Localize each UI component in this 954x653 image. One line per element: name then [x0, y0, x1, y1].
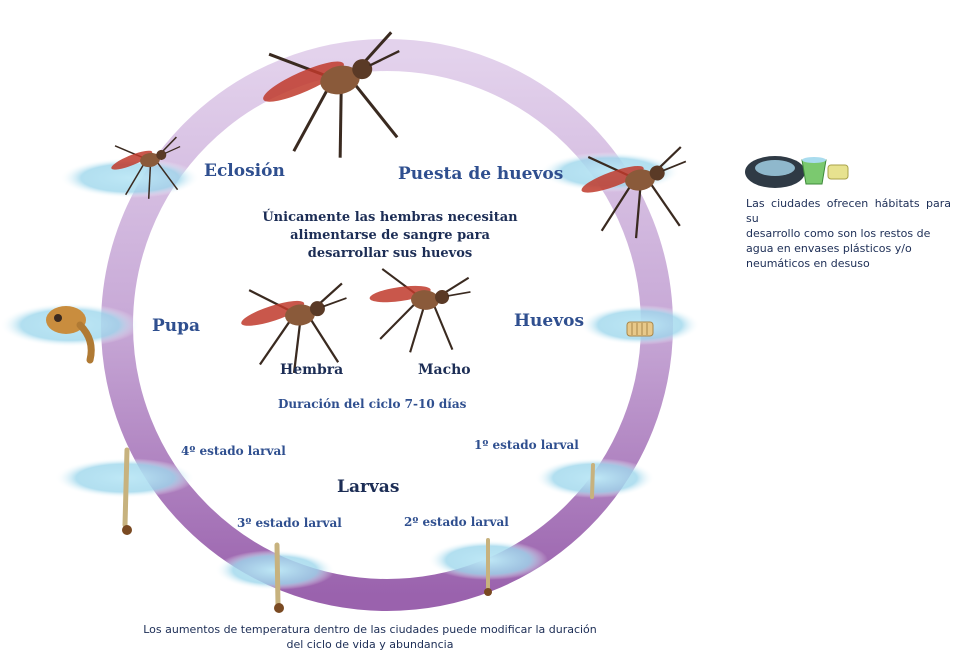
label-huevos: Huevos [514, 311, 584, 331]
mosquito-icon [365, 268, 472, 356]
label-puesta: Puesta de huevos [398, 164, 563, 184]
egg-raft-icon [627, 322, 653, 336]
temperature-note: Los aumentos de temperatura dentro de la… [120, 622, 620, 652]
label-larvas: Larvas [337, 477, 399, 497]
label-macho: Macho [418, 362, 471, 378]
habitat-note-line: Las ciudades ofrecen hábitats para su [746, 196, 951, 226]
bucket-icon [802, 157, 826, 184]
center-text-line3: desarrollar sus huevos [250, 246, 530, 261]
center-text-line2: alimentarse de sangre para [250, 228, 530, 243]
label-larval2: 2º estado larval [404, 515, 509, 529]
habitat-note-line: desarrollo como son los restos de [746, 226, 951, 241]
label-pupa: Pupa [152, 316, 200, 336]
habitat-note-line: agua en envases plásticos y/o [746, 241, 951, 256]
temperature-note-line: Los aumentos de temperatura dentro de la… [120, 622, 620, 637]
label-larval4: 4º estado larval [181, 444, 286, 458]
label-larval1: 1º estado larval [474, 438, 579, 452]
temperature-note-line: del ciclo de vida y abundancia [120, 637, 620, 652]
habitat-note: Las ciudades ofrecen hábitats para su de… [746, 196, 951, 271]
label-hembra: Hembra [280, 362, 343, 378]
water-larval1 [535, 458, 655, 498]
label-duration: Duración del ciclo 7-10 días [278, 397, 466, 411]
label-larval3: 3º estado larval [237, 516, 342, 530]
center-text-line1: Únicamente las hembras necesitan [250, 210, 530, 225]
tire-icon [745, 156, 805, 188]
habitat-note-line: neumáticos en desuso [746, 256, 951, 271]
larva-icon [592, 465, 593, 497]
label-eclosion: Eclosión [204, 161, 285, 181]
container-icon [828, 165, 848, 179]
